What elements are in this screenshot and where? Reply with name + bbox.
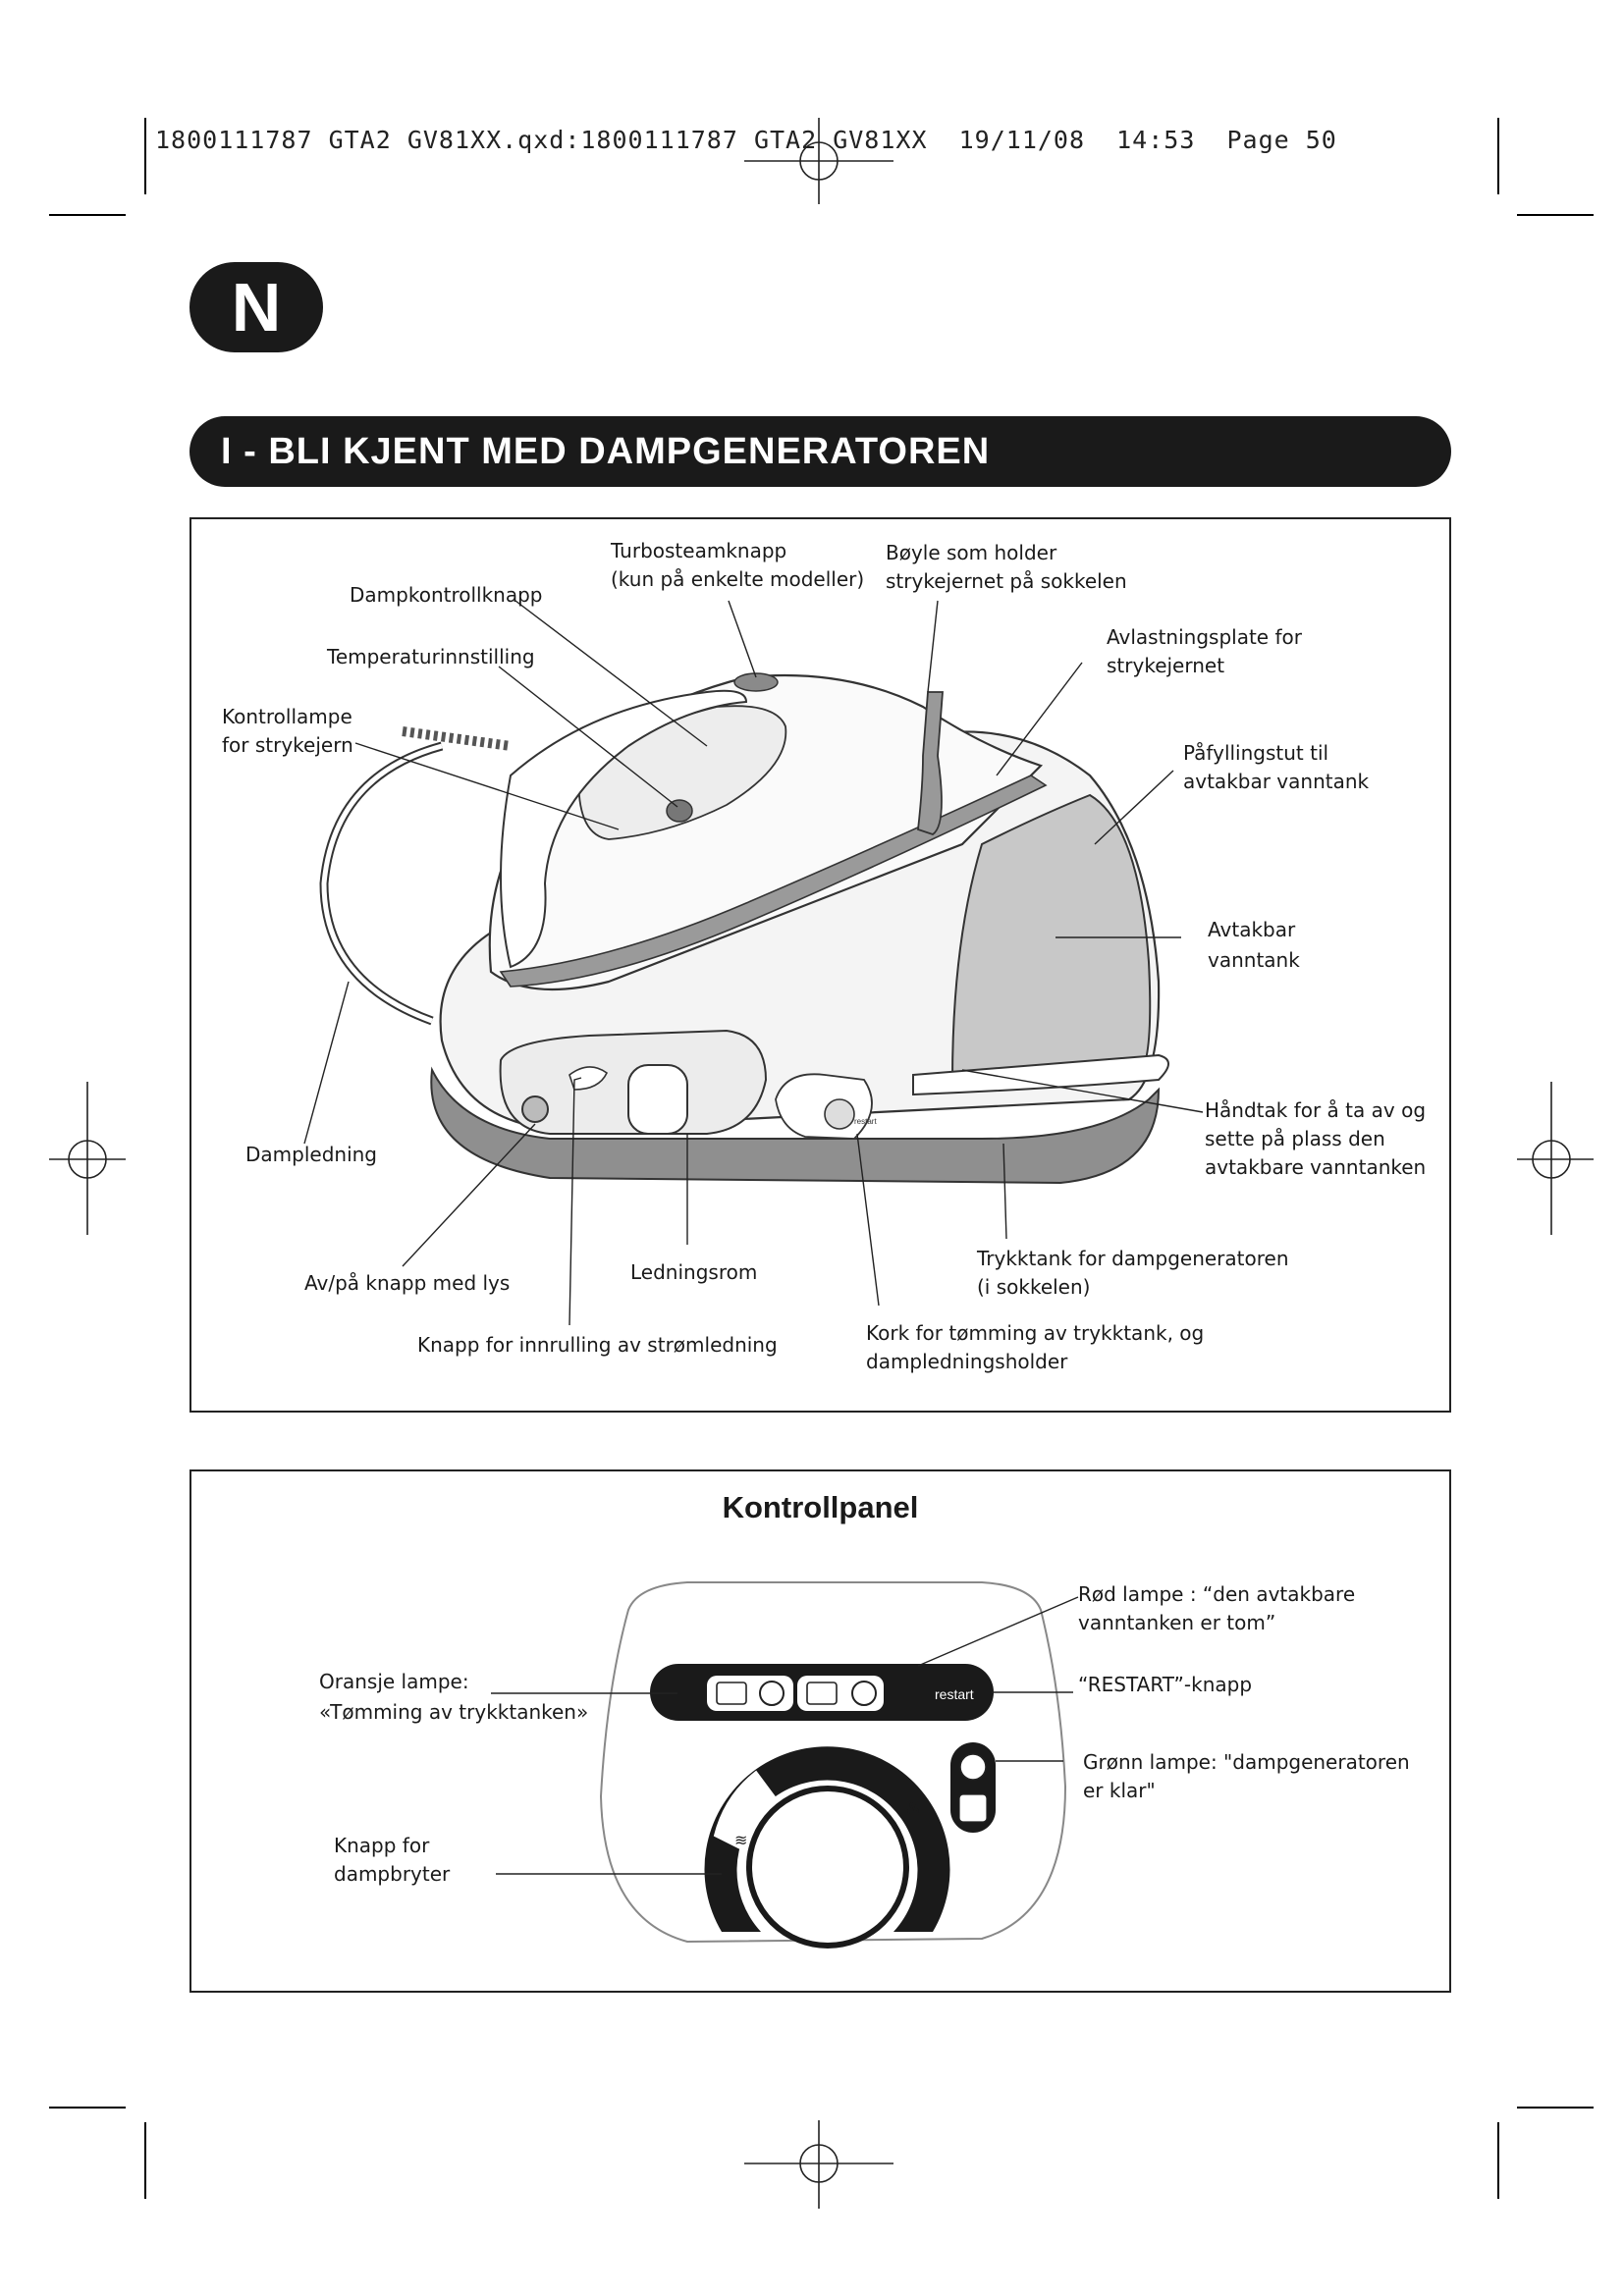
leader-pafylling <box>1094 770 1174 845</box>
label-avlastning-1: Avlastningsplate for <box>1107 625 1302 649</box>
cord-storage <box>627 1064 688 1135</box>
leader-dampkontroll <box>514 600 708 747</box>
leader-trykktank <box>1002 1143 1007 1240</box>
label-restart: “RESTART”-knapp <box>1078 1673 1253 1696</box>
leader-temperatur <box>498 666 678 808</box>
label-dampledning: Dampledning <box>245 1143 377 1166</box>
crop-mark <box>49 214 126 216</box>
restart-button: restart <box>935 1686 974 1702</box>
leader-handtak <box>961 1069 1204 1113</box>
iron-soleplate <box>499 774 1048 988</box>
label-avpa: Av/på knapp med lys <box>304 1271 511 1295</box>
leader-innrulling <box>568 1077 582 1326</box>
dial-min-segment <box>713 1770 778 1852</box>
hose-coil <box>402 726 512 751</box>
steam-ready-icon <box>958 1793 988 1823</box>
label-kork-1: Kork for tømming av trykktank, og <box>866 1321 1205 1345</box>
crop-mark <box>1517 2107 1594 2109</box>
label-red-lamp-1: Rød lampe : “den avtakbare <box>1078 1582 1356 1606</box>
temperature-knob <box>666 799 693 823</box>
iron-lock-bracket <box>917 691 944 835</box>
crop-mark <box>144 118 146 194</box>
label-temperatur: Temperaturinnstilling <box>327 645 535 668</box>
on-off-button <box>521 1095 549 1123</box>
leader-avpa <box>402 1123 536 1267</box>
label-pafylling-1: Påfyllingstut til <box>1183 741 1329 765</box>
label-kontrollampe-2: for strykejern <box>222 733 353 757</box>
label-innrulling: Knapp for innrulling av strømledning <box>417 1333 778 1357</box>
dial-max-icon: ♨ <box>905 1798 921 1819</box>
label-steam-dial-1: Knapp for <box>334 1834 430 1857</box>
label-turbosteam-2: (kun på enkelte modeller) <box>611 567 865 591</box>
label-orange-lamp-1: Oransje lampe: <box>319 1670 469 1693</box>
language-badge: N <box>189 262 323 352</box>
crop-mark <box>1497 118 1499 194</box>
leader-dampledning <box>303 981 350 1145</box>
green-lamp <box>959 1753 987 1781</box>
label-handtak-1: Håndtak for å ta av og <box>1205 1098 1427 1122</box>
leader-avlastning <box>996 662 1083 776</box>
label-dampkontroll: Dampkontrollknapp <box>350 583 543 607</box>
leader-kork <box>856 1133 880 1307</box>
label-avlastning-2: strykejernet <box>1107 654 1225 677</box>
label-pafylling-2: avtakbar vanntank <box>1183 770 1370 793</box>
water-tank-icon <box>806 1682 838 1705</box>
label-boyle-1: Bøyle som holder <box>886 541 1057 564</box>
leader-turbosteam <box>728 600 757 678</box>
water-tank <box>950 793 1152 1082</box>
label-red-lamp-2: vanntanken er tom” <box>1078 1611 1276 1634</box>
label-green-lamp-1: Grønn lampe: "dampgeneratoren <box>1083 1750 1410 1774</box>
label-green-lamp-2: er klar" <box>1083 1779 1156 1802</box>
drain-icon <box>716 1682 747 1705</box>
drain-cap-restart-label: restart <box>854 1117 877 1126</box>
label-kontrollampe-1: Kontrollampe <box>222 705 352 728</box>
label-avtakbar-1: Avtakbar <box>1208 918 1296 941</box>
turbosteam-button <box>733 672 779 692</box>
label-orange-lamp-2: «Tømming av trykktanken» <box>319 1700 589 1724</box>
leader-red-lamp <box>917 1596 1079 1667</box>
label-boyle-2: strykejernet på sokkelen <box>886 569 1127 593</box>
tank-handle <box>912 1053 1169 1096</box>
base-tank <box>430 1066 1161 1185</box>
label-handtak-2: sette på plass den <box>1205 1127 1385 1150</box>
crop-mark <box>1497 2122 1499 2199</box>
section-title: I - BLI KJENT MED DAMPGENERATOREN <box>189 416 1451 487</box>
leader-boyle <box>927 600 939 693</box>
cord-rewind-button <box>568 1066 609 1091</box>
crop-mark <box>1517 214 1594 216</box>
label-kork-2: dampledningsholder <box>866 1350 1068 1373</box>
label-turbosteam-1: Turbosteamknapp <box>611 539 787 562</box>
label-trykktank-1: Trykktank for dampgeneratoren <box>977 1247 1289 1270</box>
crop-mark <box>49 2107 126 2109</box>
label-avtakbar-2: vanntank <box>1208 948 1300 972</box>
label-steam-dial-2: dampbryter <box>334 1862 451 1886</box>
dial-min-icon: ≋ <box>734 1831 747 1849</box>
red-lamp <box>851 1681 877 1706</box>
diagram-panel <box>189 517 1451 1413</box>
leader-kontrollampe <box>354 742 620 830</box>
label-trykktank-2: (i sokkelen) <box>977 1275 1091 1299</box>
crop-mark <box>144 2122 146 2199</box>
label-handtak-3: avtakbare vanntanken <box>1205 1155 1427 1179</box>
drain-cap-knob <box>824 1098 855 1130</box>
control-panel-title: Kontrollpanel <box>722 1490 919 1524</box>
print-slug: 1800111787 GTA2 GV81XX.qxd:1800111787 GT… <box>155 126 1337 154</box>
orange-lamp <box>759 1681 785 1706</box>
steam-dial-knob <box>746 1786 909 1949</box>
control-panel-box <box>189 1469 1451 1993</box>
iron-handle <box>500 689 748 969</box>
label-ledningsrom: Ledningsrom <box>630 1260 758 1284</box>
